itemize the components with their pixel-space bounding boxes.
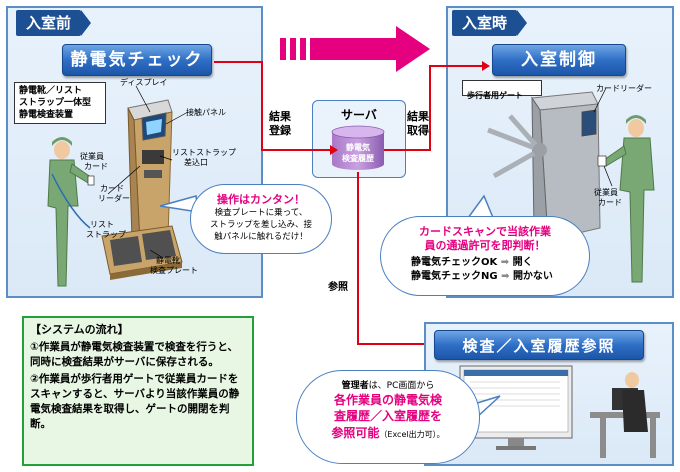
database-label-1: 静電気 — [346, 143, 370, 152]
gate-ng-arrow-icon: ➡ — [501, 271, 510, 282]
history-admin: 管理者 — [341, 381, 369, 391]
history-pink-line2: 査履歴／入室履歴を — [333, 409, 442, 423]
gate-label: 歩行者用ゲート — [467, 91, 523, 100]
touch-panel-label: 接触パネル — [186, 108, 226, 117]
system-flow-item-1: ①作業員が静電気検査装置で検査を行うと、同時に検査結果がサーバに保存される。 — [30, 341, 238, 368]
system-flow-item-2: ②作業員が歩行者用ゲートで従業員カードをスキャンすると、サーバより当該作業員の静… — [30, 373, 240, 430]
easy-operation-line2: ストラップを差し込み、接 — [209, 220, 312, 230]
device-title-line2: ストラップ一体型 — [19, 98, 92, 108]
gate-ok-row: 静電気チェックOK ➡ 開く — [381, 256, 589, 270]
card-reader-label-1: カード — [100, 184, 124, 193]
system-flow-box: 【システムの流れ】 ①作業員が静電気検査装置で検査を行うと、同時に検査結果がサー… — [22, 316, 254, 466]
gate-ng-result: 開かない — [512, 271, 553, 282]
device-title-line3: 静電検査装置 — [19, 110, 74, 120]
employee-card-label-1: 従業員 — [80, 152, 104, 161]
right-card-reader-label: カードリーダー — [596, 84, 652, 93]
fetch-label-1: 結果 — [407, 110, 429, 123]
entry-tag: 入室時 — [452, 10, 528, 36]
history-pink-line1: 各作業員の静電気検 — [333, 393, 442, 407]
wrist-strap-label-1: リスト — [90, 220, 114, 229]
device-title-line1: 静電靴／リスト — [19, 86, 83, 96]
gate-ng-label: 静電気チェックNG — [411, 271, 498, 282]
card-reader-label-2: リーダー — [98, 194, 130, 203]
gate-callout: カードスキャンで当該作業 員の通過許可を即判断！ 静電気チェックOK ➡ 開く … — [380, 216, 590, 296]
gate-label-box: 歩行者用ゲート — [462, 80, 542, 100]
right-employee-card-label-1: 従業員 — [594, 188, 618, 197]
device-title-box: 静電靴／リスト ストラップ一体型 静電検査装置 — [14, 82, 106, 124]
history-header: 検査／入室履歴参照 — [434, 330, 644, 360]
employee-card-label-2: カード — [84, 162, 108, 171]
wrist-strap-label-2: ストラップ — [86, 230, 126, 239]
display-label: ディスプレイ — [120, 78, 168, 87]
shoe-plate-label-1: 静電靴 — [156, 256, 180, 265]
easy-operation-line1: 検査プレートに乗って、 — [214, 208, 308, 218]
easy-operation-title: 操作はカンタン！ — [217, 193, 305, 206]
server-title: サーバ — [341, 108, 377, 122]
reference-label: 参照 — [328, 282, 348, 293]
gate-ok-arrow-icon: ➡ — [500, 257, 510, 268]
gate-callout-line1: カードスキャンで当該作業 — [419, 225, 551, 238]
history-excel-note: （Excel出力可）。 — [379, 430, 445, 439]
gate-callout-line2: 員の通過許可を即判断！ — [424, 239, 546, 252]
gate-ok-result: 開く — [512, 257, 533, 268]
history-callout-last-line: 参照可能（Excel出力可）。 — [297, 424, 479, 443]
fetch-label-2: 取得 — [407, 124, 429, 137]
right-employee-card-label-2: カード — [598, 198, 622, 207]
wrist-strap-slot-label-1: リストストラップ — [172, 148, 236, 157]
database-label-2: 検査履歴 — [342, 154, 374, 163]
gate-ok-label: 静電気チェックOK — [411, 257, 498, 268]
static-check-header: 静電気チェック — [62, 44, 212, 76]
register-label-2: 登録 — [269, 124, 291, 137]
history-callout: 管理者は、PC画面から 各作業員の静電気検 査履歴／入室履歴を 参照可能（Exc… — [296, 370, 480, 464]
history-pink-line3: 参照可能 — [331, 426, 380, 440]
gate-ng-row: 静電気チェックNG ➡ 開かない — [381, 270, 589, 284]
history-line1-tail: は、PC画面から — [368, 381, 435, 391]
before-entry-tag: 入室前 — [16, 10, 92, 36]
easy-operation-line3: 触パネルに触れるだけ！ — [214, 232, 308, 242]
system-flow-title: 【システムの流れ】 — [30, 323, 129, 336]
history-callout-line1: 管理者は、PC画面から — [297, 380, 479, 392]
register-label-1: 結果 — [269, 110, 291, 123]
shoe-plate-label-2: 検査プレート — [150, 266, 198, 275]
entry-control-header: 入室制御 — [492, 44, 626, 76]
wrist-strap-slot-label-2: 差込口 — [184, 158, 208, 167]
easy-operation-callout: 操作はカンタン！ 検査プレートに乗って、 ストラップを差し込み、接 触パネルに触… — [190, 184, 332, 254]
